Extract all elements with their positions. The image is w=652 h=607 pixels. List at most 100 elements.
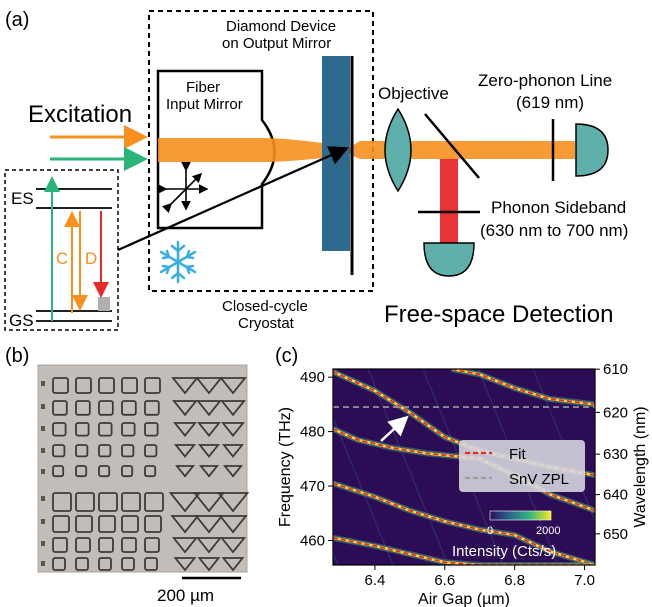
ghost-mode	[333, 416, 394, 565]
micro-square	[144, 557, 158, 571]
y-tick-label: 460	[300, 533, 325, 550]
wavelength-tick-label: 640	[603, 487, 628, 504]
cryostat-label-1: Closed-cycle	[222, 298, 308, 315]
micro-square	[75, 557, 89, 571]
micro-triangle	[220, 400, 246, 417]
micro-triangle	[222, 465, 244, 478]
free-space-label: Free-space Detection	[384, 301, 613, 328]
micro-square	[98, 422, 113, 437]
fit-line	[451, 369, 595, 406]
micro-square	[144, 400, 160, 416]
legend-zpl-label: SnV ZPL	[509, 471, 569, 488]
micro-triangle	[192, 492, 226, 513]
micro-triangle	[197, 557, 221, 572]
panel-c-label: (c)	[275, 345, 298, 367]
micro-triangle	[221, 557, 245, 572]
fiber-mirror-label-2: Input Mirror	[166, 96, 243, 113]
zpl-label-2: (619 nm)	[516, 93, 584, 112]
micrograph-structures	[41, 377, 250, 572]
micro-triangle	[171, 377, 199, 395]
legend: Fit SnV ZPL	[459, 440, 585, 492]
annotation-arrow	[380, 415, 409, 442]
micro-square	[121, 537, 137, 553]
micro-square	[121, 444, 135, 458]
diamond-patterning	[344, 58, 350, 248]
micro-triangle	[174, 444, 196, 458]
micro-marker	[41, 404, 45, 409]
micro-square	[144, 492, 164, 512]
fit-line	[333, 482, 595, 565]
micro-square	[75, 444, 89, 458]
micro-square	[52, 492, 72, 512]
micro-triangle	[216, 492, 250, 513]
micro-triangle	[195, 377, 223, 395]
micro-triangle	[196, 400, 222, 417]
psb-label-2: (630 nm to 700 nm)	[480, 221, 628, 240]
snowflake-icon	[159, 240, 197, 284]
translation-icon	[158, 162, 209, 214]
micro-square	[98, 537, 114, 553]
micro-square	[144, 537, 160, 553]
micro-square	[52, 465, 65, 478]
colorbar-max: 2000	[536, 525, 560, 537]
ghost-mode	[367, 369, 449, 565]
micro-square	[121, 492, 141, 512]
cryostat-label-2: Cryostat	[238, 315, 295, 332]
objective-label: Objective	[378, 84, 449, 103]
panel-a-label: (a)	[5, 9, 29, 31]
wavelength-tick-label: 610	[603, 361, 628, 378]
micro-marker	[41, 381, 45, 386]
micro-square	[75, 465, 88, 478]
scale-bar-label: 200 µm	[157, 586, 214, 605]
micro-square	[75, 400, 91, 416]
micro-marker	[41, 519, 45, 524]
colorbar-gradient	[489, 510, 552, 521]
micro-square	[121, 400, 137, 416]
micro-triangle	[198, 444, 220, 458]
colorbar: 0 2000 Intensity (Cts/s)	[452, 510, 560, 560]
fiber-mirror-label-1: Fiber	[186, 79, 220, 96]
micro-square	[144, 444, 158, 458]
micro-triangle	[198, 465, 220, 478]
micro-square	[98, 400, 114, 416]
d-label: D	[85, 249, 97, 268]
y-tick-label: 490	[300, 369, 325, 386]
micro-square	[52, 400, 68, 416]
x-tick-label: 6.8	[504, 572, 525, 589]
micro-square	[52, 444, 66, 458]
micro-square	[98, 444, 112, 458]
micro-square	[75, 537, 91, 553]
micro-square	[98, 465, 111, 478]
micro-square	[121, 515, 139, 533]
micro-marker	[41, 469, 45, 474]
diamond-label-2: on Output Mirror	[222, 35, 331, 52]
micro-square	[75, 422, 90, 437]
panel-b: (b) 200 µm	[5, 345, 250, 605]
micro-square	[75, 515, 93, 533]
excitation-label: Excitation	[28, 101, 132, 128]
micro-triangle	[173, 557, 197, 572]
micro-square	[52, 515, 70, 533]
micro-square	[52, 377, 69, 394]
phonon-band	[98, 297, 110, 311]
excitation-beam	[158, 138, 322, 162]
micro-triangle	[197, 422, 221, 438]
micro-square	[98, 515, 116, 533]
micro-triangle	[173, 422, 197, 438]
diamond-label-1: Diamond Device	[226, 18, 336, 35]
fit-line	[333, 536, 595, 565]
micro-triangle	[195, 537, 223, 554]
micro-marker	[41, 426, 45, 431]
fit-line	[333, 428, 595, 512]
micro-triangle	[172, 400, 198, 417]
micro-square	[52, 422, 67, 437]
zpl-label-1: Zero-phonon Line	[478, 71, 612, 90]
pointer-arrow	[117, 146, 350, 252]
micro-square	[52, 537, 68, 553]
micro-square	[98, 377, 115, 394]
micro-square	[98, 557, 112, 571]
